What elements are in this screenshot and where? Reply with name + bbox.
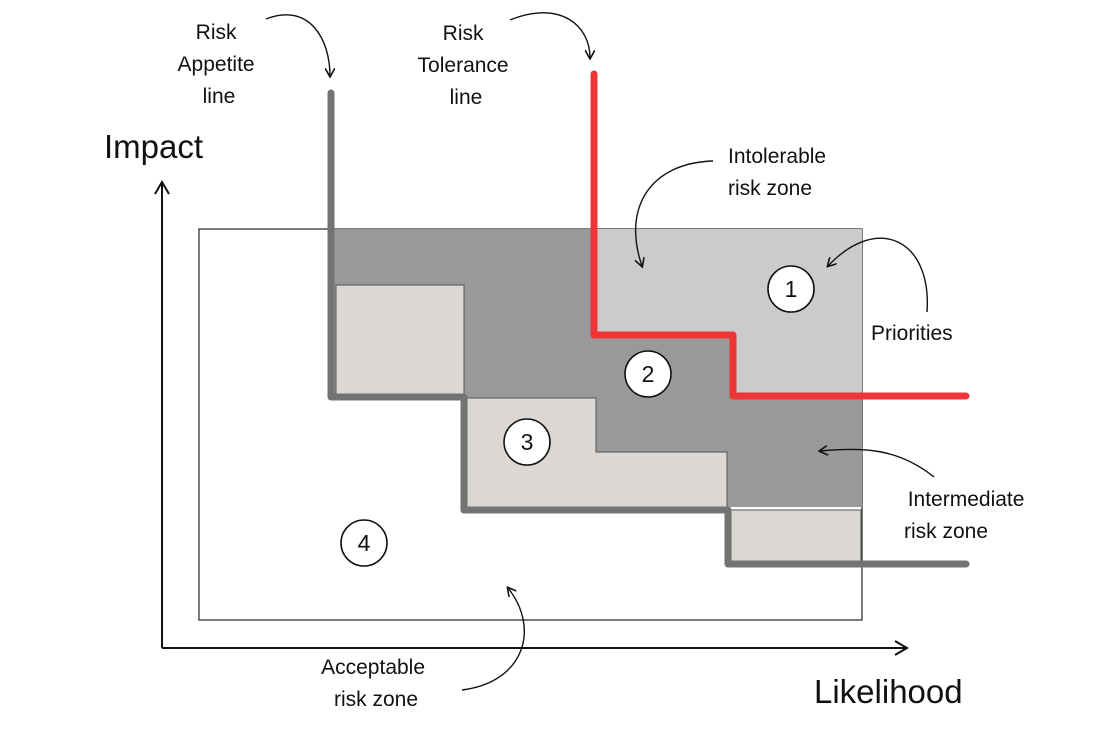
priority-marker-3-label: 3: [521, 429, 534, 455]
priority-marker-4-label: 4: [358, 530, 371, 556]
label-acceptable-zone: Acceptable risk zone: [321, 656, 431, 711]
x-axis-title: Likelihood: [814, 673, 963, 710]
label-risk-appetite: Risk Appetite line: [178, 21, 261, 108]
label-priorities: Priorities: [871, 322, 953, 345]
priority-marker-1: 1: [767, 265, 815, 313]
arrow-priorities: [828, 237, 928, 313]
priority-marker-4: 4: [340, 519, 388, 567]
priority-marker-2-label: 2: [642, 361, 655, 387]
priority-marker-1-label: 1: [785, 276, 798, 302]
label-intolerable-zone: Intolerable risk zone: [728, 145, 832, 200]
arrow-intolerable-zone: [636, 160, 714, 266]
label-intermediate-zone: Intermediate risk zone: [904, 488, 1030, 543]
light-zone-lower-right: [728, 509, 862, 566]
y-axis-title: Impact: [104, 128, 203, 165]
light-zone-upper-left: [335, 284, 465, 397]
risk-appetite-line: [327, 89, 970, 568]
label-risk-tolerance: Risk Tolerance line: [418, 22, 515, 109]
priority-marker-2: 2: [624, 350, 672, 398]
priority-marker-3: 3: [503, 418, 551, 466]
arrow-acceptable-zone: [461, 588, 525, 691]
arrow-risk-appetite: [265, 14, 330, 76]
arrow-intermediate-zone: [820, 449, 935, 478]
risk-tolerance-line: [590, 70, 970, 400]
arrow-risk-tolerance: [509, 12, 590, 58]
